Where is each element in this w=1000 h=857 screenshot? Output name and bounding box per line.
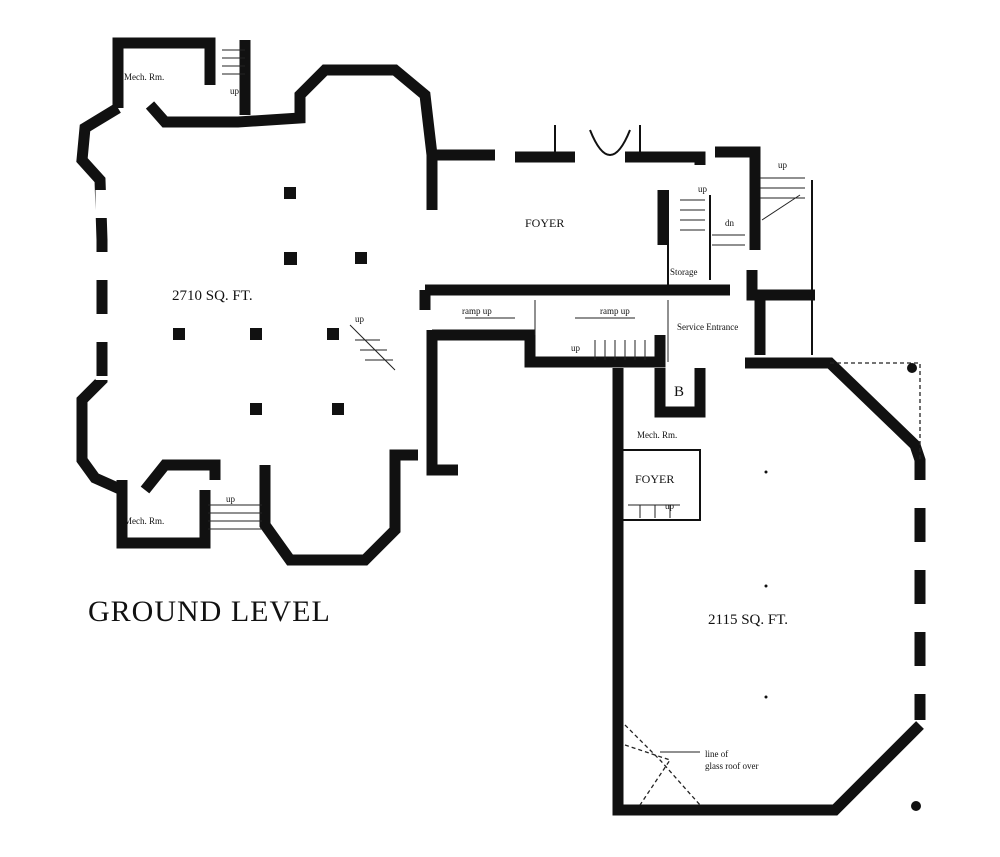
annex-area: 2115 SQ. FT. bbox=[708, 612, 788, 628]
annex-walls bbox=[612, 357, 927, 816]
storage-label: Storage bbox=[670, 267, 698, 277]
stair-label: up bbox=[698, 184, 708, 194]
plan-title: GROUND LEVEL bbox=[88, 595, 331, 628]
main-hall-walls bbox=[76, 37, 730, 566]
mech-rm-label: Mech. Rm. bbox=[124, 516, 164, 526]
service-entrance-label: Service Entrance bbox=[677, 322, 738, 332]
foyer-label: FOYER bbox=[635, 472, 674, 486]
main-hall-area: 2710 SQ. FT. bbox=[172, 288, 253, 304]
stair-label: dn bbox=[725, 218, 735, 228]
mech-rm-label: Mech. Rm. bbox=[637, 430, 677, 440]
stair-label: up bbox=[778, 160, 788, 170]
stair-label: up bbox=[665, 501, 675, 511]
ramp-label: ramp up bbox=[462, 306, 492, 316]
stair-label: up bbox=[226, 494, 236, 504]
stair-label: up bbox=[230, 86, 240, 96]
stairs bbox=[208, 49, 805, 530]
foyer-label: FOYER bbox=[525, 216, 564, 230]
annotation-line2: glass roof over bbox=[705, 761, 759, 771]
stair-label: up bbox=[355, 314, 365, 324]
mech-rm-label: Mech. Rm. bbox=[124, 72, 164, 82]
column-marker bbox=[907, 363, 917, 373]
b-room-label: B bbox=[674, 384, 684, 400]
column-marker bbox=[911, 801, 921, 811]
ramp-label: ramp up bbox=[600, 306, 630, 316]
labels: Mech. Rm. Mech. Rm. Mech. Rm. 2710 SQ. F… bbox=[88, 72, 788, 771]
foyer-walls bbox=[515, 125, 815, 355]
annotation-line1: line of bbox=[705, 749, 728, 759]
stair-label: up bbox=[571, 343, 581, 353]
columns bbox=[173, 187, 367, 415]
